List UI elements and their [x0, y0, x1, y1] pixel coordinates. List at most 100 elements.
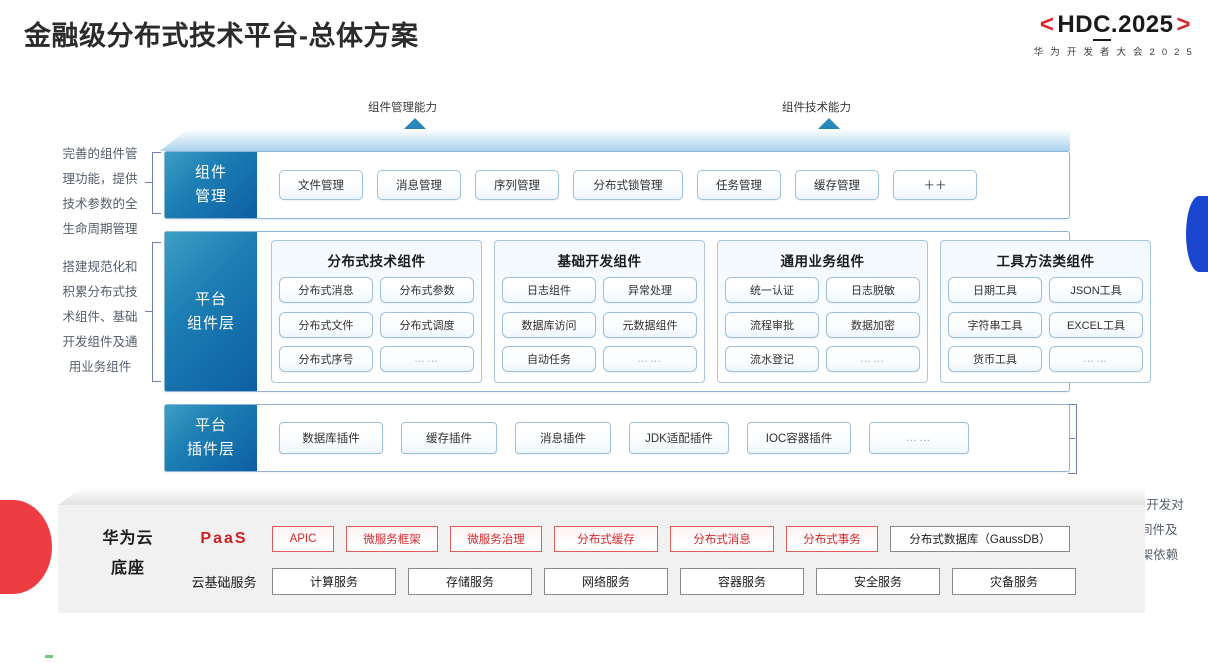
paas-row-label: PaaS: [200, 530, 248, 547]
component-chip-3-4[interactable]: 货币工具: [948, 346, 1042, 373]
component-chip-1-4[interactable]: 自动任务: [502, 346, 596, 373]
arrow-label-component-management: 组件管理能力: [368, 102, 437, 114]
bracket-right-tick: [1068, 438, 1075, 440]
paas-service-2[interactable]: 微服务治理: [450, 526, 542, 552]
component-chip-2-0[interactable]: 统一认证: [725, 277, 819, 303]
component-management-chip-1[interactable]: 消息管理: [377, 170, 461, 200]
hdc-logo-main: <HDC.2025>: [1034, 11, 1194, 41]
cloud-service-3[interactable]: 容器服务: [680, 568, 804, 595]
component-chip-0-2[interactable]: 分布式文件: [279, 311, 373, 338]
layer-label-text: 平台 组件层: [186, 290, 235, 332]
cloud-service-4[interactable]: 安全服务: [816, 568, 940, 595]
hdc-logo: <HDC.2025> 华 为 开 发 者 大 会 2 0 2 5: [1033, 11, 1194, 58]
plugin-chip-4[interactable]: IOC容器插件: [747, 422, 851, 454]
paas-service-6[interactable]: 分布式数据库（GaussDB）: [890, 526, 1070, 552]
layer-component-management: 组件 管理 文件管理消息管理序列管理分布式锁管理任务管理缓存管理 ＋＋: [164, 151, 1070, 219]
paas-service-4[interactable]: 分布式消息: [670, 526, 774, 552]
component-group-grid: 日志组件异常处理数据库访问元数据组件自动任务 ……: [502, 277, 697, 375]
component-group-0: 分布式技术组件分布式消息分布式参数分布式文件分布式调度分布式序号……: [271, 240, 482, 383]
component-chip-3-1[interactable]: JSON工具: [1049, 277, 1143, 303]
layer-label-component-management: 组件 管理: [165, 152, 257, 218]
paas-service-3[interactable]: 分布式缓存: [554, 526, 658, 552]
cloud-row-label: 云基础服务: [191, 575, 257, 590]
cloud-service-2[interactable]: 网络服务: [544, 568, 668, 595]
blue-lens-decoration: [1186, 196, 1208, 272]
bracket-left-mid: [152, 242, 161, 382]
layer-platform-plugin: 平台 插件层 数据库插件缓存插件消息插件 JDK适配插件 IOC容器插件 ……: [164, 404, 1070, 472]
bracket-left-mid-tick: [145, 311, 152, 313]
component-management-chip-4[interactable]: 任务管理: [697, 170, 781, 200]
arrow-label-component-technology: 组件技术能力: [782, 102, 851, 114]
component-management-items: 文件管理消息管理序列管理分布式锁管理任务管理缓存管理 ＋＋: [257, 152, 1069, 218]
component-group-grid: 统一认证日志脱敏流程审批数据加密流水登记 ……: [725, 277, 920, 375]
component-chip-1-1[interactable]: 异常处理: [603, 277, 697, 303]
component-group-2: 通用业务组件统一认证日志脱敏流程审批数据加密流水登记 ……: [717, 240, 928, 383]
annotation-left-top: 完善的组件管 理功能，提供 技术参数的全 生命周期管理: [62, 147, 138, 236]
component-chip-0-1[interactable]: 分布式参数: [380, 277, 474, 303]
component-group-grid: 日期工具 JSON工具字符串工具 EXCEL工具货币工具 ……: [948, 277, 1143, 375]
component-chip-3-3[interactable]: EXCEL工具: [1049, 311, 1143, 338]
layer-label-text: 平台 插件层: [186, 417, 235, 458]
component-group-3: 工具方法类组件日期工具 JSON工具字符串工具 EXCEL工具货币工具 ……: [940, 240, 1151, 383]
component-group-title: 工具方法类组件: [996, 254, 1095, 269]
component-group-title: 通用业务组件: [780, 254, 865, 269]
red-wedge-decoration: [0, 500, 52, 594]
component-chip-1-5[interactable]: ……: [603, 346, 697, 373]
component-management-chip-0[interactable]: 文件管理: [279, 170, 363, 200]
component-chip-2-4[interactable]: 流水登记: [725, 346, 819, 373]
component-management-chip-6[interactable]: ＋＋: [893, 170, 977, 200]
green-mark-decoration: [45, 655, 53, 658]
component-chip-1-2[interactable]: 数据库访问: [502, 311, 596, 338]
plugin-chip-3[interactable]: JDK适配插件: [629, 422, 729, 454]
paas-services-row: APIC 微服务框架微服务治理分布式缓存分布式消息分布式事务分布式数据库（Gaus…: [272, 526, 1070, 552]
component-chip-2-2[interactable]: 流程审批: [725, 311, 819, 338]
layer-platform-component: 平台 组件层 分布式技术组件分布式消息分布式参数分布式文件分布式调度分布式序号……: [164, 231, 1151, 392]
paas-service-1[interactable]: 微服务框架: [346, 526, 438, 552]
component-group-grid: 分布式消息分布式参数分布式文件分布式调度分布式序号 ……: [279, 277, 474, 375]
bracket-left-top: [152, 152, 161, 214]
platform-component-groups: 分布式技术组件分布式消息分布式参数分布式文件分布式调度分布式序号……基础开发组件…: [257, 232, 1161, 391]
platform-plugin-items: 数据库插件缓存插件消息插件 JDK适配插件 IOC容器插件 ……: [257, 405, 1069, 471]
bracket-left-top-tick: [145, 182, 152, 184]
component-chip-3-0[interactable]: 日期工具: [948, 277, 1042, 303]
stack-top-surface: [160, 129, 1070, 151]
component-management-chip-3[interactable]: 分布式锁管理: [573, 170, 683, 200]
hdc-logo-subtitle: 华 为 开 发 者 大 会 2 0 2 5: [1033, 47, 1194, 58]
component-chip-0-4[interactable]: 分布式序号: [279, 346, 373, 373]
cloud-service-5[interactable]: 灾备服务: [952, 568, 1076, 595]
hdc-logo-text: HDC.2025: [1057, 11, 1173, 41]
bracket-right: [1068, 404, 1077, 474]
component-chip-1-0[interactable]: 日志组件: [502, 277, 596, 303]
foundation-title: 华为云 底座: [102, 530, 154, 577]
component-chip-2-5[interactable]: ……: [826, 346, 920, 373]
paas-service-0[interactable]: APIC: [272, 526, 334, 552]
component-chip-0-0[interactable]: 分布式消息: [279, 277, 373, 303]
component-chip-0-5[interactable]: ……: [380, 346, 474, 373]
layer-label-platform-plugin: 平台 插件层: [165, 405, 257, 471]
plugin-chip-2[interactable]: 消息插件: [515, 422, 611, 454]
component-chip-1-3[interactable]: 元数据组件: [603, 311, 697, 338]
plugin-chip-5[interactable]: ……: [869, 422, 969, 454]
plugin-chip-1[interactable]: 缓存插件: [401, 422, 497, 454]
hdc-bracket-left-icon: <: [1039, 11, 1055, 38]
layer-label-platform-component: 平台 组件层: [165, 232, 257, 391]
cloud-service-0[interactable]: 计算服务: [272, 568, 396, 595]
cloud-services-row: 计算服务存储服务网络服务容器服务安全服务灾备服务: [272, 568, 1076, 595]
component-group-title: 基础开发组件: [557, 254, 642, 269]
paas-service-5[interactable]: 分布式事务: [786, 526, 878, 552]
page-title: 金融级分布式技术平台-总体方案: [24, 21, 419, 51]
hdc-bracket-right-icon: >: [1176, 11, 1191, 38]
component-management-chip-5[interactable]: 缓存管理: [795, 170, 879, 200]
component-chip-0-3[interactable]: 分布式调度: [380, 311, 474, 338]
cloud-service-1[interactable]: 存储服务: [408, 568, 532, 595]
component-chip-2-3[interactable]: 数据加密: [826, 311, 920, 338]
component-chip-3-5[interactable]: ……: [1049, 346, 1143, 373]
foundation-slab-top: [58, 487, 1145, 505]
plugin-chip-0[interactable]: 数据库插件: [279, 422, 383, 454]
component-chip-3-2[interactable]: 字符串工具: [948, 311, 1042, 338]
component-management-chip-2[interactable]: 序列管理: [475, 170, 559, 200]
component-chip-2-1[interactable]: 日志脱敏: [826, 277, 920, 303]
component-group-1: 基础开发组件日志组件异常处理数据库访问元数据组件自动任务 ……: [494, 240, 705, 383]
layer-label-text: 组件 管理: [194, 164, 227, 205]
